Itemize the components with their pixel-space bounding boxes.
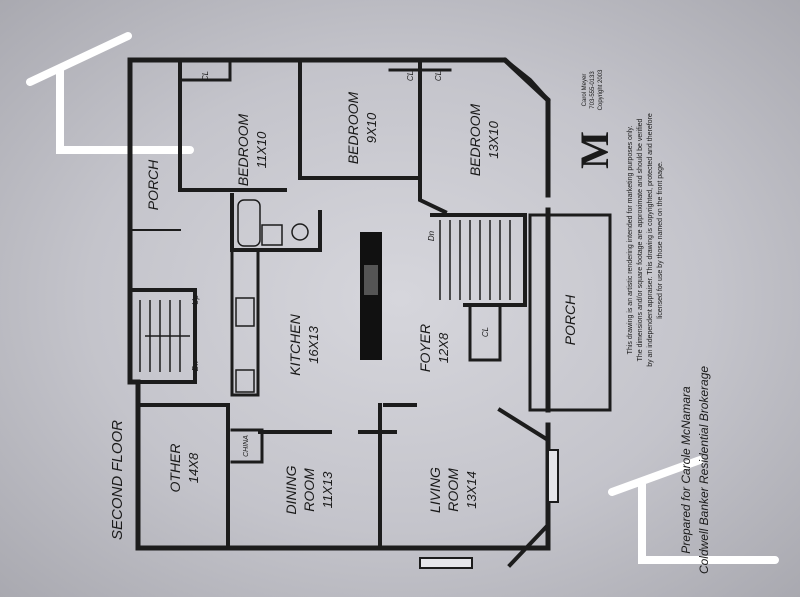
living-label: LIVING <box>427 467 443 513</box>
porch-right-label: PORCH <box>562 294 578 345</box>
living-size: 13X14 <box>464 471 479 509</box>
other-size: 14X8 <box>186 452 201 483</box>
porch-top-label: PORCH <box>145 159 161 210</box>
logo-line-1: Carol Meyer <box>582 74 588 107</box>
disclaimer-line-2: The dimensions and/or square footage are… <box>637 118 644 361</box>
prepared-for-line-1: Prepared for Carole McNamara <box>679 386 693 554</box>
white-marker-stroke-top <box>26 32 194 154</box>
down-label-right: Dn <box>427 230 436 241</box>
porch-right-outline <box>528 213 612 412</box>
closet-label-3: CL <box>434 71 443 81</box>
kitchen-island <box>360 232 382 360</box>
stairs-left <box>128 288 197 384</box>
foyer-size: 12X8 <box>436 332 451 363</box>
second-floor-label: SECOND FLOOR <box>109 420 126 540</box>
lower-partitions <box>136 403 417 550</box>
foyer-closet <box>468 303 502 362</box>
stairs-right <box>430 213 527 307</box>
windows <box>419 449 559 569</box>
kitchen-fixtures <box>230 232 382 397</box>
bedroom2-size: 9X10 <box>364 112 379 143</box>
bathroom <box>230 193 322 252</box>
living-label-2: ROOM <box>445 468 461 512</box>
bedroom3-size: 13X10 <box>486 120 501 158</box>
kitchen-size: 16X13 <box>306 325 321 363</box>
bedroom-walls <box>178 58 452 215</box>
logo-line-2: 703-555-0133 <box>590 71 596 109</box>
porch-top-outline <box>129 59 181 231</box>
foyer-label: FOYER <box>417 324 433 372</box>
logo-line-3: Copyright 2003 <box>598 69 604 110</box>
dining-label: DINING <box>283 465 299 514</box>
bedroom2-label: BEDROOM <box>345 91 361 164</box>
disclaimer-line-3: by an independent appraiser. This drawin… <box>647 113 654 367</box>
kitchen-label: KITCHEN <box>287 313 303 375</box>
disclaimer-line-4: licensed for use by those named on the f… <box>657 161 664 319</box>
other-label: OTHER <box>167 444 183 493</box>
logo-mark: M <box>572 131 617 169</box>
closet-label-1: CL <box>201 71 210 81</box>
designer-logo: M Carol Meyer 703-555-0133 Copyright 200… <box>572 69 617 169</box>
china-label: CHINA <box>243 435 250 457</box>
dining-label-2: ROOM <box>301 468 317 512</box>
disclaimer-line-1: This drawing is an artistic rendering in… <box>627 126 634 355</box>
white-marker-stroke-bottom <box>608 456 779 564</box>
bedroom3-label: BEDROOM <box>467 103 483 176</box>
bedroom1-size: 11X10 <box>254 131 269 168</box>
bedroom1-label: BEDROOM <box>235 113 251 186</box>
closet-label-4: CL <box>481 327 490 337</box>
closet-label-2: CL <box>406 71 415 81</box>
up-label-left: Up <box>191 294 200 305</box>
prepared-for-line-2: Coldwell Banker Residential Brokerage <box>697 366 711 574</box>
disclaimer: This drawing is an artistic rendering in… <box>627 113 664 367</box>
down-label-left: Dn <box>191 360 200 371</box>
dining-size: 11X13 <box>320 471 335 508</box>
